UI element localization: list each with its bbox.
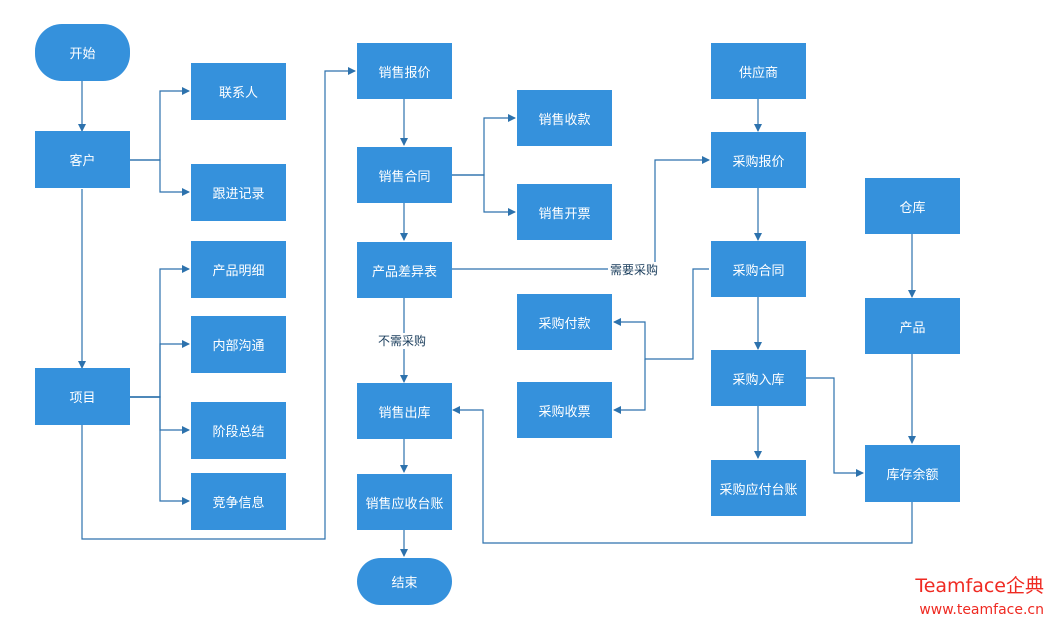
- edge-pcontract-payment: [613, 268, 709, 360]
- edge-project-competition: [130, 396, 190, 505]
- followup-node: 跟进记录: [191, 164, 286, 221]
- purchase-ap-ledger-node: 采购应付台账: [711, 460, 806, 516]
- edge-pcontract-receiptinv: [613, 359, 646, 414]
- sales-quote-node: 销售报价: [357, 43, 452, 99]
- purchase-inbound-node: 采购入库: [711, 350, 806, 406]
- no-purchase-label: 不需采购: [376, 333, 429, 349]
- purchase-contract-node: 采购合同: [711, 241, 806, 297]
- edge-contract-invoice: [451, 174, 516, 216]
- start-node: 开始: [35, 24, 130, 81]
- purchase-quote-node: 采购报价: [711, 132, 806, 188]
- edge-inbound-inventory: [806, 377, 864, 477]
- product-diff-node: 产品差异表: [357, 242, 452, 298]
- sales-outbound-node: 销售出库: [357, 383, 452, 439]
- purchase-receipt-invoice-node: 采购收票: [517, 382, 612, 438]
- sales-receipt-node: 销售收款: [517, 90, 612, 146]
- internal-comm-node: 内部沟通: [191, 316, 286, 373]
- edge-customer-contact: [130, 87, 190, 161]
- edge-diff-purchase-quote: [451, 156, 710, 270]
- product-detail-node: 产品明细: [191, 241, 286, 298]
- sales-ar-ledger-node: 销售应收台账: [357, 474, 452, 530]
- supplier-node: 供应商: [711, 43, 806, 99]
- warehouse-node: 仓库: [865, 178, 960, 234]
- edge-inventory-outbound: [452, 406, 913, 544]
- need-purchase-label: 需要采购: [608, 262, 661, 278]
- brand-url: www.teamface.cn: [919, 602, 1044, 618]
- sales-contract-node: 销售合同: [357, 147, 452, 203]
- edge-customer-followup: [130, 159, 190, 196]
- edge-contract-receipt: [451, 114, 516, 176]
- edge-project-internal-comm: [130, 340, 190, 398]
- purchase-payment-node: 采购付款: [517, 294, 612, 350]
- inventory-balance-node: 库存余额: [865, 445, 960, 502]
- customer-node: 客户: [35, 131, 130, 188]
- end-node: 结束: [357, 558, 452, 605]
- stage-summary-node: 阶段总结: [191, 402, 286, 459]
- project-node: 项目: [35, 368, 130, 425]
- brand-name: Teamface企典: [915, 575, 1044, 597]
- contact-node: 联系人: [191, 63, 286, 120]
- edge-project-sales-quote: [81, 67, 356, 540]
- product-node: 产品: [865, 298, 960, 354]
- sales-invoice-node: 销售开票: [517, 184, 612, 240]
- competition-node: 竞争信息: [191, 473, 286, 530]
